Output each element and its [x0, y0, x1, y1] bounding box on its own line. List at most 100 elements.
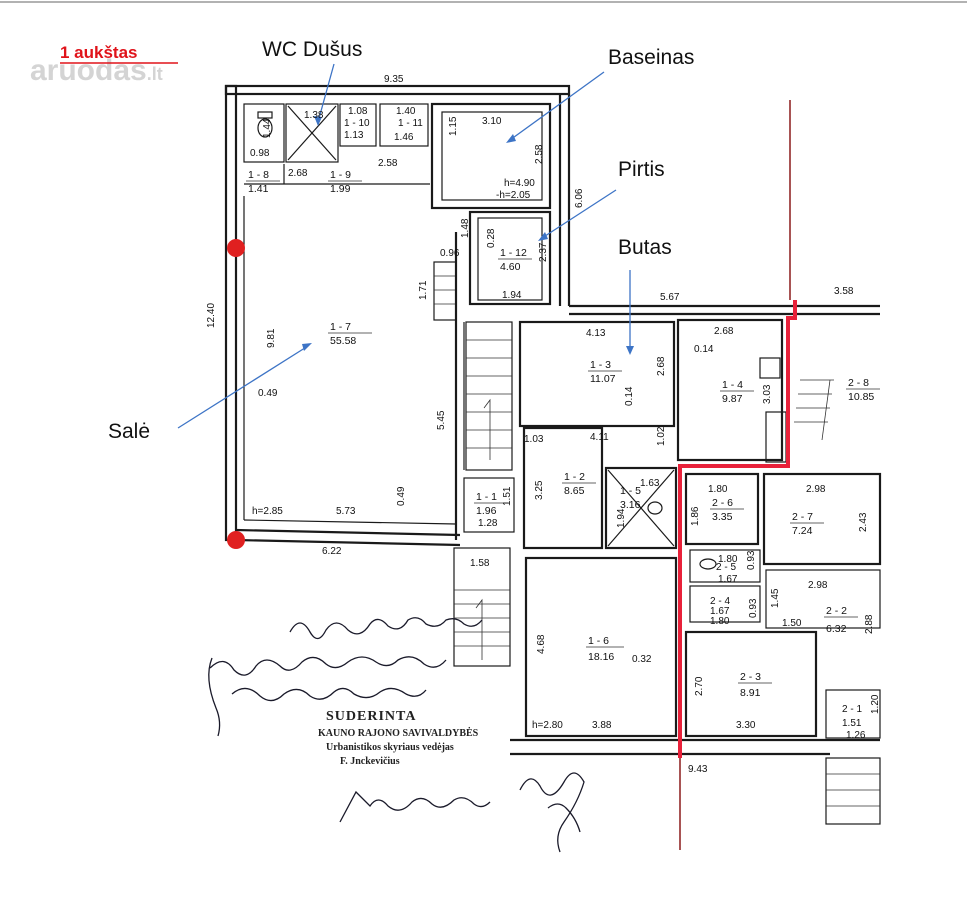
approval-stamp: SUDERINTA KAUNO RAJONO SAVIVALDYBĖS Urba…	[318, 709, 479, 767]
svg-text:1.58: 1.58	[470, 558, 490, 569]
svg-text:h=4.90: h=4.90	[504, 178, 535, 189]
svg-text:2.58: 2.58	[378, 158, 398, 169]
svg-text:2.68: 2.68	[714, 326, 734, 337]
svg-text:1.03: 1.03	[524, 434, 544, 445]
toilet-icon-2	[699, 558, 717, 570]
sink-icon	[647, 501, 663, 515]
label-hall: Salė	[108, 420, 150, 443]
room-id: 2 - 4	[710, 596, 730, 607]
svg-text:1.80: 1.80	[710, 616, 730, 627]
svg-text:1.08: 1.08	[348, 106, 368, 117]
room-id: 1 - 2	[564, 471, 585, 483]
svg-text:12.40: 12.40	[206, 303, 217, 328]
svg-text:0.93: 0.93	[746, 550, 757, 570]
room-area: 1.99	[330, 183, 351, 195]
room-id: 1 - 3	[590, 359, 611, 371]
room-id: 2 - 5	[716, 562, 736, 573]
svg-text:5.45: 5.45	[436, 410, 447, 430]
room-area: 55.58	[330, 335, 356, 347]
svg-text:1.02: 1.02	[656, 426, 667, 446]
watermark: aruodas.lt	[30, 54, 163, 87]
room-id: 1 - 6	[588, 635, 609, 647]
room-area: 1.41	[248, 183, 269, 195]
room-id: 1 - 5	[620, 485, 641, 497]
svg-text:3.58: 3.58	[834, 286, 854, 297]
room-id-underlines	[246, 180, 880, 684]
svg-text:2.98: 2.98	[808, 580, 828, 591]
svg-text:1.63: 1.63	[640, 478, 660, 489]
svg-text:6.06: 6.06	[574, 188, 585, 208]
toilet-icon	[257, 111, 273, 138]
label-wc: WC Dušus	[262, 38, 362, 61]
boundary-lines	[678, 100, 797, 850]
svg-text:1.26: 1.26	[846, 730, 866, 741]
svg-text:0.14: 0.14	[694, 344, 714, 355]
svg-text:3.88: 3.88	[592, 720, 612, 731]
room-id: 1 - 9	[330, 169, 351, 181]
room-area: 9.87	[722, 393, 743, 405]
room-id: 2 - 3	[740, 671, 761, 683]
room-area: 3.16	[620, 499, 641, 511]
room-area: 1.13	[344, 130, 364, 141]
svg-text:1.94: 1.94	[616, 508, 627, 528]
svg-text:3.25: 3.25	[534, 480, 545, 500]
svg-text:1.15: 1.15	[448, 116, 459, 136]
svg-text:3.30: 3.30	[736, 720, 756, 731]
svg-text:-h=2.05: -h=2.05	[496, 190, 531, 201]
svg-text:1.20: 1.20	[870, 694, 881, 714]
room-id: 1 - 1	[476, 491, 497, 503]
room-area: 1.67	[718, 574, 738, 585]
svg-text:h=2.80: h=2.80	[532, 720, 563, 731]
right-block-walls	[510, 304, 882, 825]
svg-text:1.50: 1.50	[782, 618, 802, 629]
room-area: 7.24	[792, 525, 813, 537]
svg-text:2.98: 2.98	[806, 484, 826, 495]
svg-text:1.28: 1.28	[478, 518, 498, 529]
room-area: 1.67	[710, 606, 730, 617]
svg-text:1.80: 1.80	[708, 484, 728, 495]
svg-text:5.73: 5.73	[336, 506, 356, 517]
svg-text:1.94: 1.94	[502, 290, 522, 301]
room-id: 1 - 7	[330, 321, 351, 333]
room-id: 2 - 6	[712, 497, 733, 509]
svg-text:4.68: 4.68	[536, 634, 547, 654]
svg-text:1.80: 1.80	[718, 554, 738, 565]
svg-text:1.45: 1.45	[770, 588, 781, 608]
svg-text:0.14: 0.14	[624, 386, 635, 406]
svg-text:4.13: 4.13	[586, 328, 606, 339]
room-area: 3.35	[712, 511, 733, 523]
label-pool: Baseinas	[608, 46, 694, 69]
svg-text:0.93: 0.93	[748, 598, 759, 618]
svg-text:5.67: 5.67	[660, 292, 680, 303]
label-sauna: Pirtis	[618, 158, 665, 181]
svg-text:2.70: 2.70	[694, 676, 705, 696]
svg-text:2.88: 2.88	[864, 614, 875, 634]
svg-text:2.68: 2.68	[288, 168, 308, 179]
svg-text:0.49: 0.49	[258, 388, 278, 399]
room-area: 8.65	[564, 485, 585, 497]
room-area: 11.07	[590, 373, 616, 385]
room-id: 2 - 7	[792, 511, 813, 523]
svg-text:0.49: 0.49	[396, 486, 407, 506]
svg-text:2.37: 2.37	[538, 242, 549, 262]
marker-circle-top	[227, 239, 245, 257]
svg-text:1.86: 1.86	[690, 506, 701, 526]
svg-text:1.38: 1.38	[304, 110, 324, 121]
label-flat: Butas	[618, 236, 672, 259]
svg-text:1.48: 1.48	[460, 218, 471, 238]
svg-text:Urbanistikos skyriaus vedėjas: Urbanistikos skyriaus vedėjas	[326, 742, 454, 753]
svg-text:2.43: 2.43	[858, 512, 869, 532]
svg-text:1.40: 1.40	[396, 106, 416, 117]
room-area: 8.91	[740, 687, 761, 699]
room-id: 2 - 2	[826, 605, 847, 617]
svg-text:0.96: 0.96	[440, 248, 460, 259]
svg-text:9.35: 9.35	[384, 74, 404, 85]
room-area: 6.32	[826, 623, 847, 635]
room-id: 2 - 8	[848, 377, 869, 389]
room-id: 1 - 11	[398, 118, 423, 129]
room-labels: 1 - 8 1.41 1 - 9 1.99 1 - 10 1.13 1 - 11…	[248, 118, 874, 729]
svg-text:4.11: 4.11	[590, 432, 609, 443]
svg-text:9.43: 9.43	[688, 764, 708, 775]
svg-text:2.58: 2.58	[534, 144, 545, 164]
room-area: 1.96	[476, 505, 497, 517]
